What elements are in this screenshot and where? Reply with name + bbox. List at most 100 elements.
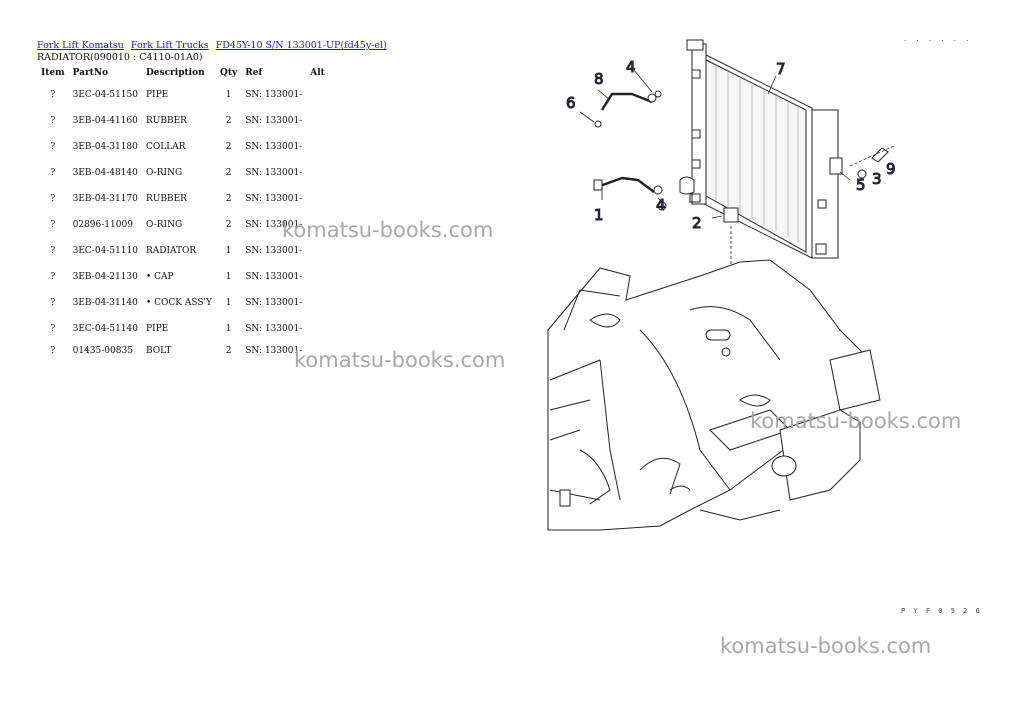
truck-frame-drawing bbox=[547, 259, 881, 531]
cell-description: RADIATOR bbox=[145, 246, 197, 256]
cell-alt bbox=[306, 316, 329, 342]
cell-alt bbox=[306, 134, 329, 160]
table-row: ? 3EB-04-31180 COLLAR 2 SN: 133001- bbox=[37, 134, 329, 160]
breadcrumb-link-model[interactable]: FD45Y-10 S/N 133001-UP(fd45y-el) bbox=[215, 40, 387, 51]
callout-2: 2 bbox=[692, 214, 702, 232]
callout-9: 9 bbox=[886, 160, 896, 178]
cell-qty: 1 bbox=[225, 298, 232, 308]
header-description: Description bbox=[145, 68, 205, 78]
cell-description: PIPE bbox=[145, 324, 169, 334]
cell-item: ? bbox=[50, 272, 56, 282]
header-ref: Ref bbox=[245, 68, 263, 78]
cell-item: ? bbox=[50, 90, 56, 100]
cell-alt bbox=[306, 264, 329, 290]
cell-description: • COCK ASS'Y bbox=[145, 298, 212, 308]
table-row: ? 3EC-04-51110 RADIATOR 1 SN: 133001- bbox=[37, 238, 329, 264]
drawing-top-code: . . . . . . bbox=[903, 35, 972, 43]
cell-alt bbox=[306, 186, 329, 212]
lower-pipe-drawing bbox=[593, 176, 695, 211]
cell-item: ? bbox=[50, 142, 56, 152]
cell-ref: SN: 133001- bbox=[245, 194, 303, 204]
breadcrumb: Fork Lift Komatsu Fork Lift Trucks FD45Y… bbox=[37, 40, 391, 51]
watermark-text: komatsu-books.com bbox=[750, 409, 962, 433]
cell-partno: 3EC-04-51110 bbox=[72, 246, 138, 256]
table-row: ? 3EC-04-51140 PIPE 1 SN: 133001- bbox=[37, 316, 329, 342]
cell-description: RUBBER bbox=[145, 116, 187, 126]
cell-item: ? bbox=[50, 194, 56, 204]
cell-ref: SN: 133001- bbox=[245, 246, 303, 256]
cell-alt bbox=[306, 160, 329, 186]
cell-description: PIPE bbox=[145, 90, 169, 100]
cell-ref: SN: 133001- bbox=[245, 298, 303, 308]
cell-partno: 3EB-04-41160 bbox=[72, 116, 138, 126]
callout-1: 1 bbox=[594, 206, 604, 224]
cell-ref: SN: 133001- bbox=[245, 324, 303, 334]
cell-alt bbox=[306, 108, 329, 134]
watermark-text: komatsu-books.com bbox=[720, 634, 932, 658]
cell-ref: SN: 133001- bbox=[245, 142, 303, 152]
cell-partno: 3EB-04-48140 bbox=[72, 168, 138, 178]
cell-qty: 2 bbox=[225, 116, 232, 126]
callout-4-bottom: 4 bbox=[656, 196, 666, 214]
drawing-code: P Y F 0 5 2 6 bbox=[901, 607, 982, 615]
callout-7: 7 bbox=[776, 60, 786, 78]
breadcrumb-link-fork-lift-trucks[interactable]: Fork Lift Trucks bbox=[130, 40, 209, 51]
page-subtitle: RADIATOR(090010 : C4110-01A0) bbox=[37, 52, 203, 63]
cell-description: O-RING bbox=[145, 168, 183, 178]
upper-pipe-drawing bbox=[594, 90, 662, 128]
cell-qty: 1 bbox=[225, 272, 232, 282]
cell-alt bbox=[306, 82, 329, 108]
cell-ref: SN: 133001- bbox=[245, 90, 303, 100]
breadcrumb-link-fork-lift-komatsu[interactable]: Fork Lift Komatsu bbox=[37, 40, 124, 51]
cell-description: O-RING bbox=[145, 220, 183, 230]
header-alt: Alt bbox=[310, 68, 325, 78]
table-row: ? 3EB-04-31170 RUBBER 2 SN: 133001- bbox=[37, 186, 329, 212]
radiator-exploded-diagram: 1 2 3 4 4 5 6 7 8 9 bbox=[547, 39, 896, 531]
cell-partno: 02896-11009 bbox=[72, 220, 133, 230]
cell-partno: 3EC-04-51140 bbox=[72, 324, 138, 334]
cell-partno: 3EB-04-31180 bbox=[72, 142, 138, 152]
table-row: ? 3EB-04-41160 RUBBER 2 SN: 133001- bbox=[37, 108, 329, 134]
cell-item: ? bbox=[50, 116, 56, 126]
cell-qty: 2 bbox=[225, 194, 232, 204]
callout-6: 6 bbox=[566, 94, 576, 112]
header-qty: Qty bbox=[219, 68, 238, 78]
cell-item: ? bbox=[50, 324, 56, 334]
cell-item: ? bbox=[50, 220, 56, 230]
side-bracket-drawing bbox=[829, 145, 895, 179]
table-row: ? 3EB-04-48140 O-RING 2 SN: 133001- bbox=[37, 160, 329, 186]
cell-item: ? bbox=[50, 168, 56, 178]
cell-item: ? bbox=[50, 298, 56, 308]
cell-ref: SN: 133001- bbox=[245, 346, 303, 356]
watermark-text: komatsu-books.com bbox=[294, 348, 506, 372]
table-row: ? 3EB-04-31140 • COCK ASS'Y 1 SN: 133001… bbox=[37, 290, 329, 316]
callout-4-top: 4 bbox=[626, 58, 636, 76]
header-partno: PartNo bbox=[72, 68, 109, 78]
header-item: Item bbox=[41, 68, 65, 78]
cell-qty: 2 bbox=[225, 168, 232, 178]
cell-partno: 3EC-04-51150 bbox=[72, 90, 138, 100]
parts-table: Item PartNo Description Qty Ref Alt ? 3E… bbox=[37, 64, 329, 360]
cell-partno: 01435-00835 bbox=[72, 346, 133, 356]
callout-8: 8 bbox=[594, 70, 604, 88]
cell-description: • CAP bbox=[145, 272, 174, 282]
cell-partno: 3EB-04-31140 bbox=[72, 298, 138, 308]
cell-ref: SN: 133001- bbox=[245, 116, 303, 126]
cell-alt bbox=[306, 290, 329, 316]
cell-ref: SN: 133001- bbox=[245, 168, 303, 178]
callout-5: 5 bbox=[856, 176, 866, 194]
cell-ref: SN: 133001- bbox=[245, 220, 303, 230]
table-row: ? 3EB-04-21130 • CAP 1 SN: 133001- bbox=[37, 264, 329, 290]
cell-item: ? bbox=[50, 246, 56, 256]
cell-partno: 3EB-04-21130 bbox=[72, 272, 138, 282]
cell-ref: SN: 133001- bbox=[245, 272, 303, 282]
table-row: ? 3EC-04-51150 PIPE 1 SN: 133001- bbox=[37, 82, 329, 108]
watermark-text: komatsu-books.com bbox=[282, 218, 494, 242]
cell-qty: 1 bbox=[225, 90, 232, 100]
table-row: ? 02896-11009 O-RING 2 SN: 133001- bbox=[37, 212, 329, 238]
cell-description: RUBBER bbox=[145, 194, 187, 204]
cell-qty: 1 bbox=[225, 324, 232, 334]
cell-description: BOLT bbox=[145, 346, 172, 356]
cell-description: COLLAR bbox=[145, 142, 186, 152]
parts-table-header: Item PartNo Description Qty Ref Alt bbox=[37, 64, 329, 82]
